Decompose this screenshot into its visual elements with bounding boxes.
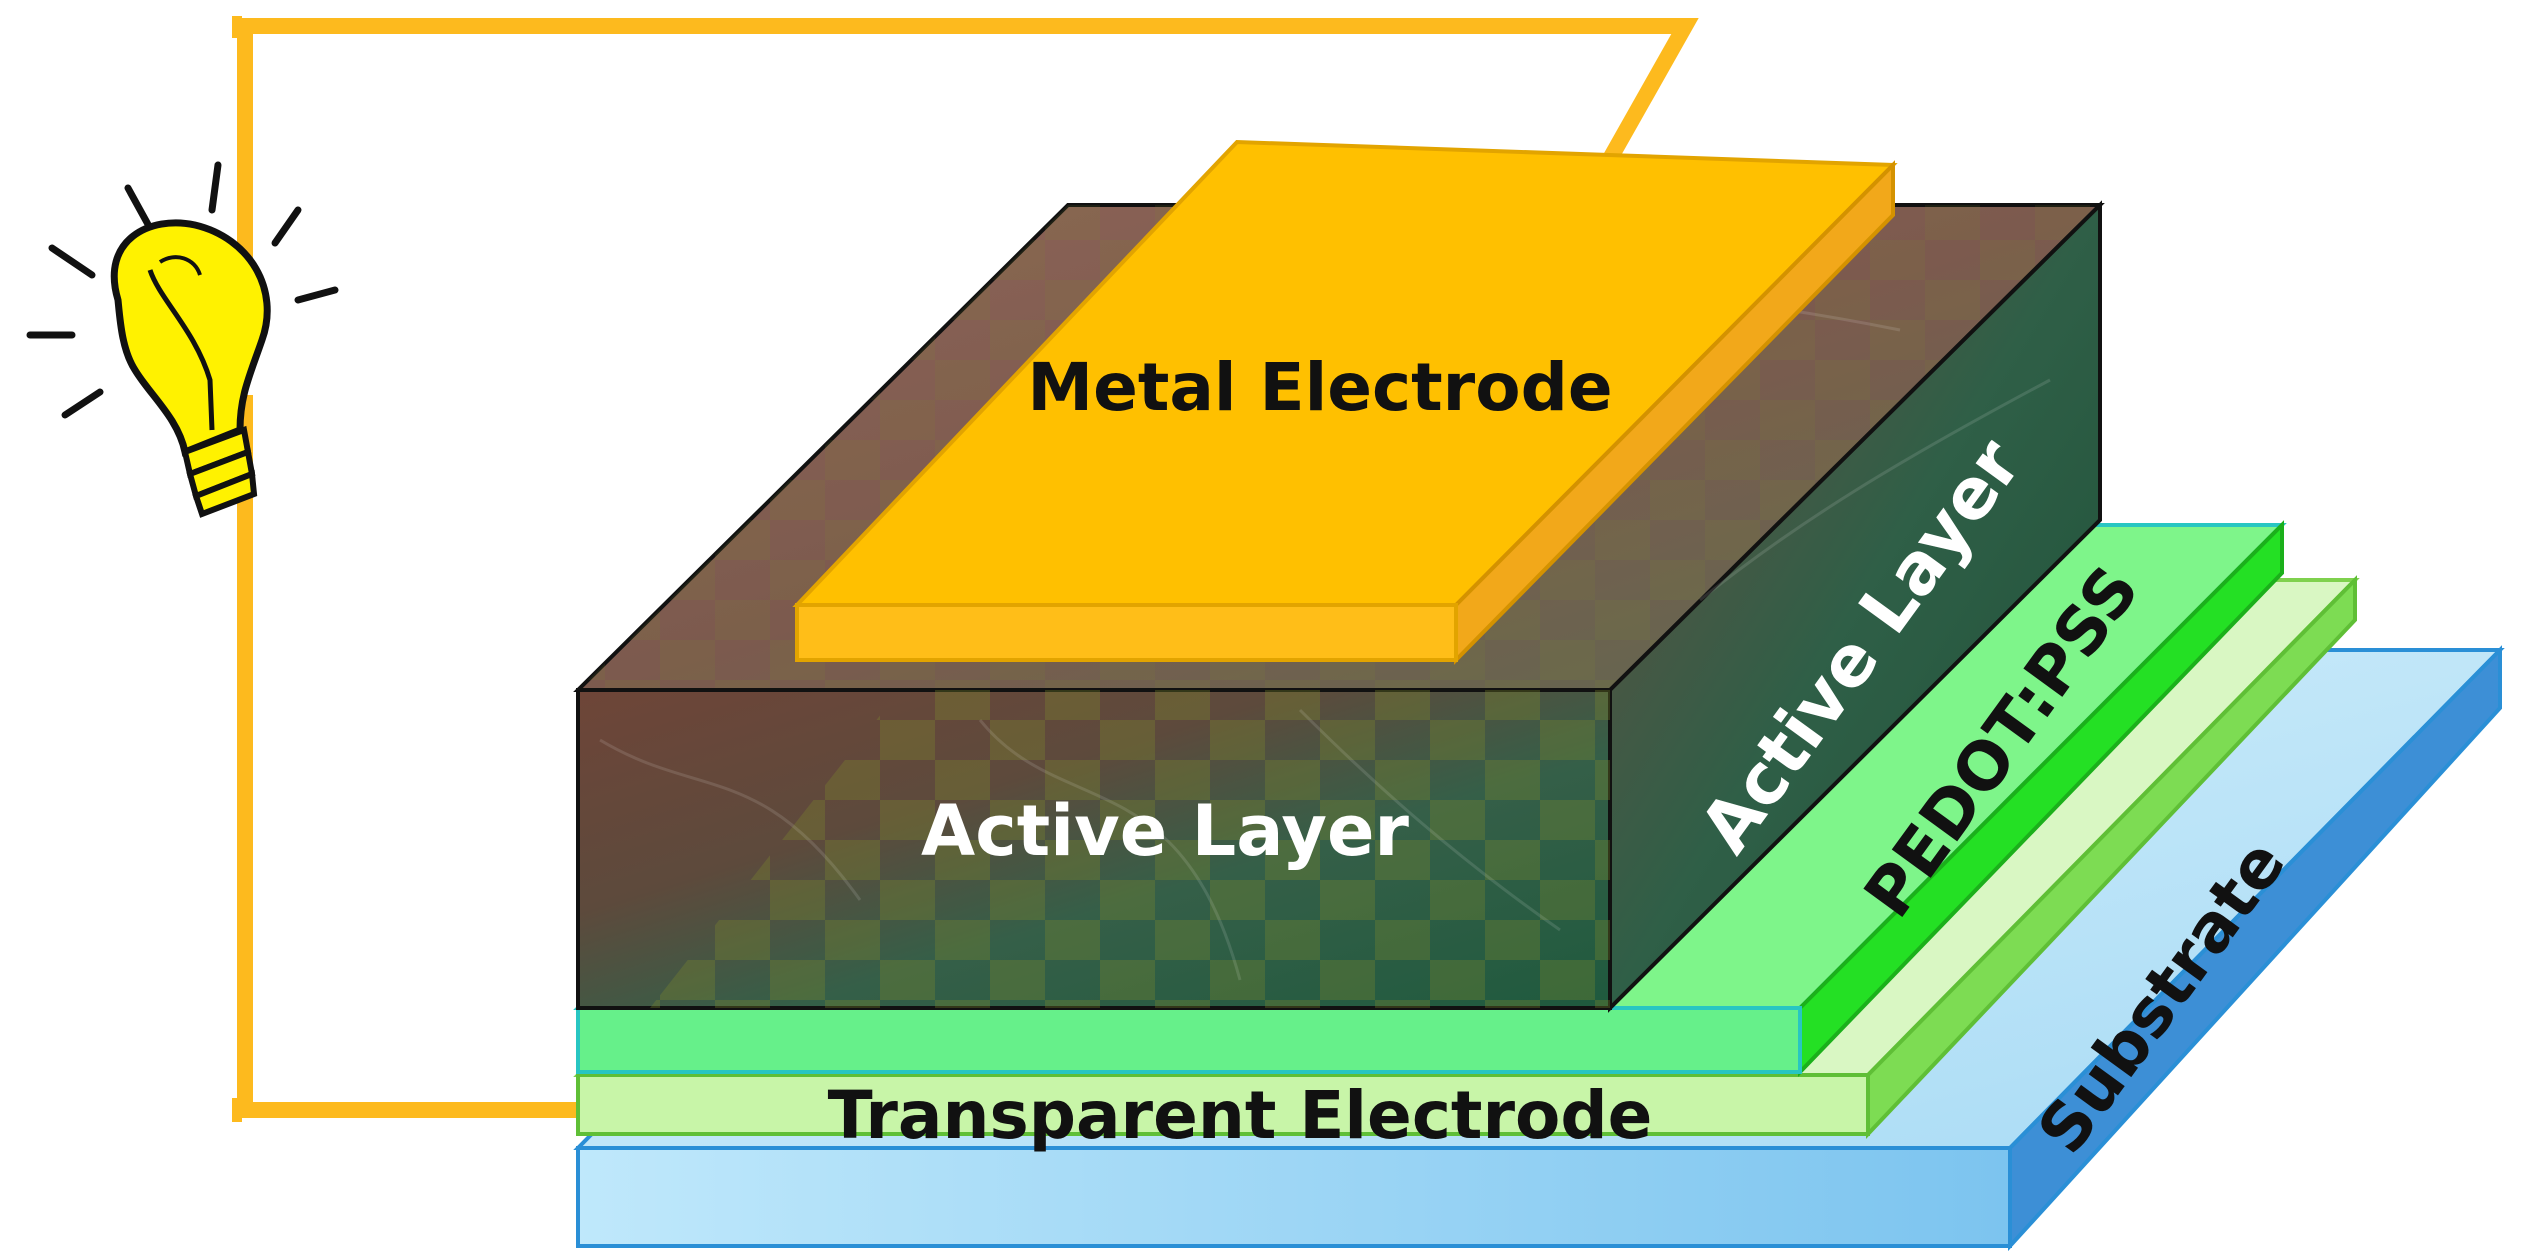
light-bulb-icon (26, 161, 339, 518)
metal-electrode-label: Metal Electrode (1027, 349, 1612, 426)
metal-electrode-layer (792, 139, 1898, 665)
active-layer-front-label: Active Layer (921, 790, 1409, 872)
circuit-wire (237, 18, 1699, 1118)
transparent-electrode-label: Transparent Electrode (828, 1077, 1653, 1154)
